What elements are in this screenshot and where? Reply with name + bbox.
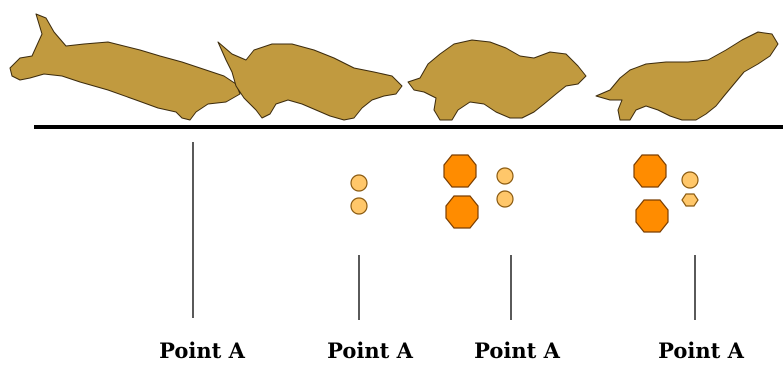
footprint-large [633, 154, 667, 188]
footprint-small [681, 193, 699, 207]
footprint-small [681, 171, 699, 189]
footprint-large [635, 199, 669, 233]
animal-silhouettes [9, 13, 779, 121]
point-a-label-2: Point A [327, 338, 413, 363]
footprints [350, 154, 699, 233]
footprint-small [496, 167, 514, 185]
footprint-large [445, 195, 479, 229]
point-a-label-1: Point A [159, 338, 245, 363]
point-a-label-4: Point A [658, 338, 744, 363]
footprint-small [496, 190, 514, 208]
footprint-small [350, 174, 368, 192]
footprint-large [443, 154, 477, 188]
animal-frame-1 [9, 13, 241, 121]
footprint-small [350, 197, 368, 215]
animal-frame-4 [595, 31, 779, 121]
animal-frame-3 [407, 39, 587, 121]
animal-frame-2 [217, 41, 403, 121]
marker-lines [192, 142, 696, 320]
point-a-label-3: Point A [474, 338, 560, 363]
